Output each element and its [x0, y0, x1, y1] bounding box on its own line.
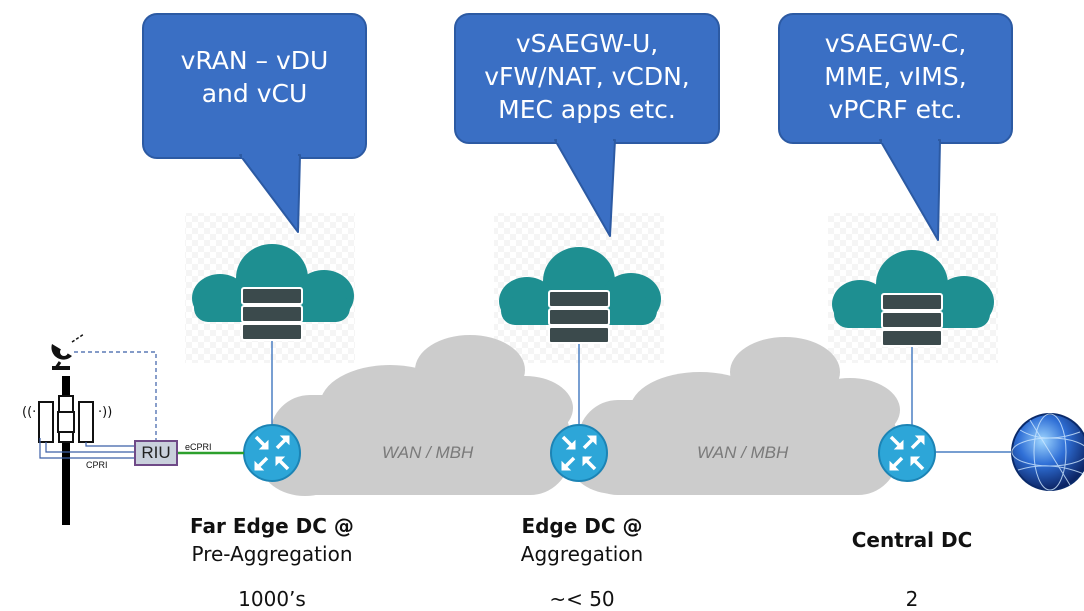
callout-edge-functions — [454, 13, 720, 237]
callout-line: vFW/NAT, vCDN, — [484, 62, 690, 91]
svg-text:((·: ((· — [22, 405, 36, 420]
callout-text-vran: vRAN – vDU and vCU — [143, 44, 366, 110]
router-icon — [243, 424, 301, 482]
globe-icon — [1011, 413, 1084, 491]
tier-count: 1000’s — [238, 587, 306, 611]
tier-count: 2 — [905, 587, 919, 611]
callout-vran — [142, 13, 367, 233]
router-icon — [878, 424, 936, 482]
tier-title: Far Edge DC @ — [190, 514, 354, 538]
callout-line: MEC apps etc. — [498, 95, 676, 124]
cell-tower-icon: ((· ·)) — [22, 376, 112, 525]
tier-edge: Edge DC @ Aggregation ~< 50 — [482, 512, 682, 611]
tier-subtitle: Aggregation — [520, 542, 644, 566]
riu-box: RIU — [134, 440, 178, 466]
wan-cloud-left — [260, 335, 573, 496]
callout-line: vSAEGW-U, — [515, 29, 659, 58]
router-icon — [550, 424, 608, 482]
tier-far-edge: Far Edge DC @ Pre-Aggregation 1000’s — [172, 512, 372, 611]
callout-line: vSAEGW-C, — [824, 29, 967, 58]
tier-subtitle: Pre-Aggregation — [191, 542, 353, 566]
wan-label-right: WAN / MBH — [697, 443, 789, 462]
cloud-server-icon — [192, 244, 354, 341]
tier-title: Central DC — [851, 528, 973, 552]
wan-cloud-right — [570, 337, 900, 495]
callout-line: vRAN – vDU — [180, 46, 329, 75]
callout-central-functions — [778, 13, 1013, 241]
satellite-dish-icon — [51, 333, 85, 370]
callout-text-central: vSAEGW-C, MME, vIMS, vPCRF etc. — [779, 27, 1012, 126]
tier-central: Central DC 2 — [812, 526, 1012, 611]
callout-line: vPCRF etc. — [828, 95, 963, 124]
tier-count: ~< 50 — [549, 587, 615, 611]
callout-line: and vCU — [201, 79, 308, 108]
callout-text-edge: vSAEGW-U, vFW/NAT, vCDN, MEC apps etc. — [455, 27, 719, 126]
tier-title: Edge DC @ — [521, 514, 643, 538]
wan-label-left: WAN / MBH — [382, 443, 474, 462]
svg-text:·)): ·)) — [98, 405, 112, 420]
cloud-server-icon — [499, 247, 661, 344]
cpri-label: CPRI — [86, 460, 108, 470]
cloud-server-icon — [832, 250, 994, 347]
callout-line: MME, vIMS, — [824, 62, 967, 91]
ecpri-label: eCPRI — [185, 442, 212, 452]
